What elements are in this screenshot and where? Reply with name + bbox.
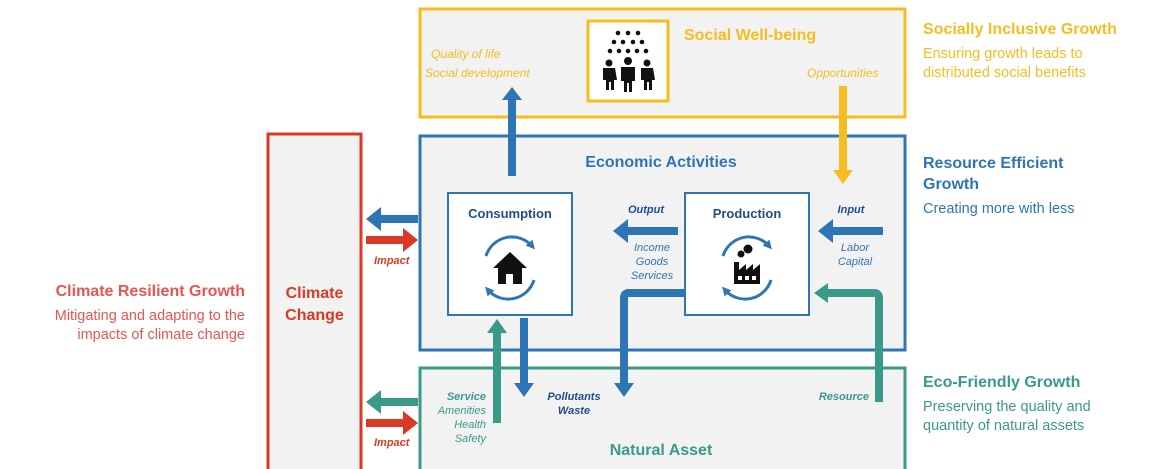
- resource-arrow: [814, 283, 883, 402]
- services-label: Services: [631, 270, 674, 282]
- production-box: [684, 192, 810, 316]
- resource-efficient-growth-heading-line1: Resource Efficient: [923, 155, 1064, 172]
- opportunities-arrow: [833, 86, 853, 184]
- consumption-box: [447, 192, 573, 316]
- pollutants-label: Pollutants: [547, 391, 600, 403]
- quality-of-life-arrow: [502, 87, 522, 176]
- quality-of-life-label: Quality of life: [431, 47, 501, 61]
- resource-efficient-growth-heading-line2: Growth: [923, 175, 979, 193]
- climate-change-line1: Climate: [286, 285, 344, 302]
- climate-resilient-growth-line1: Mitigating and adapting to the: [54, 307, 245, 324]
- opportunities-label: Opportunities: [807, 66, 878, 80]
- capital-label: Capital: [838, 256, 873, 268]
- people-icon: [603, 30, 655, 92]
- climate-resilient-growth-line2: impacts of climate change: [77, 326, 245, 343]
- resource-label: Resource: [819, 391, 869, 403]
- socially-inclusive-growth-line2: distributed social benefits: [923, 64, 1086, 81]
- input-label: Input: [838, 204, 866, 216]
- social-wellbeing-title: Social Well-being: [684, 27, 816, 44]
- eco-friendly-growth-heading: Eco-Friendly Growth: [923, 374, 1081, 391]
- resource-efficient-growth-panel: Resource Efficient Growth Creating more …: [923, 154, 1075, 218]
- consumption-to-pollutants-arrow: [514, 318, 534, 397]
- social-development-label: Social development: [425, 66, 530, 80]
- consumption-title: Consumption: [468, 206, 552, 221]
- impact-arrow-top: [366, 228, 418, 252]
- resource-efficient-growth-line1: Creating more with less: [923, 200, 1075, 217]
- amenities-label: Amenities: [437, 405, 487, 417]
- climate-change-box: [266, 132, 363, 469]
- labor-label: Labor: [841, 242, 870, 254]
- socially-inclusive-growth-line1: Ensuring growth leads to: [923, 45, 1083, 62]
- income-label: Income: [634, 242, 670, 254]
- economic-activities-title: Economic Activities: [585, 154, 737, 171]
- natural-asset-title: Natural Asset: [610, 442, 713, 459]
- impact-label-bottom: Impact: [374, 437, 411, 449]
- health-label: Health: [454, 419, 486, 431]
- output-arrow: [613, 219, 678, 243]
- eco-friendly-growth-line1: Preserving the quality and: [923, 398, 1091, 415]
- eco-friendly-growth-line2: quantity of natural assets: [923, 417, 1085, 434]
- safety-label: Safety: [455, 433, 488, 445]
- impact-arrow-bottom: [366, 411, 418, 435]
- eco-friendly-growth-panel: Eco-Friendly Growth Preserving the quali…: [923, 373, 1091, 435]
- service-label: Service: [447, 391, 486, 403]
- service-arrow: [487, 319, 507, 423]
- house-cycle-icon: [484, 235, 536, 301]
- climate-resilient-growth-heading: Climate Resilient Growth: [55, 283, 245, 300]
- socially-inclusive-growth-heading: Socially Inclusive Growth: [923, 21, 1117, 38]
- output-label: Output: [628, 204, 665, 216]
- socially-inclusive-growth-panel: Socially Inclusive Growth Ensuring growt…: [923, 20, 1117, 82]
- waste-label: Waste: [558, 405, 590, 417]
- climate-feedback-arrow-bottom: [366, 390, 418, 414]
- climate-change-line2: Change: [285, 307, 344, 324]
- goods-label: Goods: [636, 256, 669, 268]
- production-to-pollutants-arrow: [614, 289, 685, 397]
- climate-feedback-arrow-top: [366, 207, 418, 231]
- impact-label-top: Impact: [374, 255, 411, 267]
- production-title: Production: [713, 206, 782, 221]
- factory-cycle-icon: [721, 235, 773, 301]
- input-arrow: [818, 219, 883, 243]
- climate-resilient-growth-panel: Climate Resilient Growth Mitigating and …: [8, 282, 245, 344]
